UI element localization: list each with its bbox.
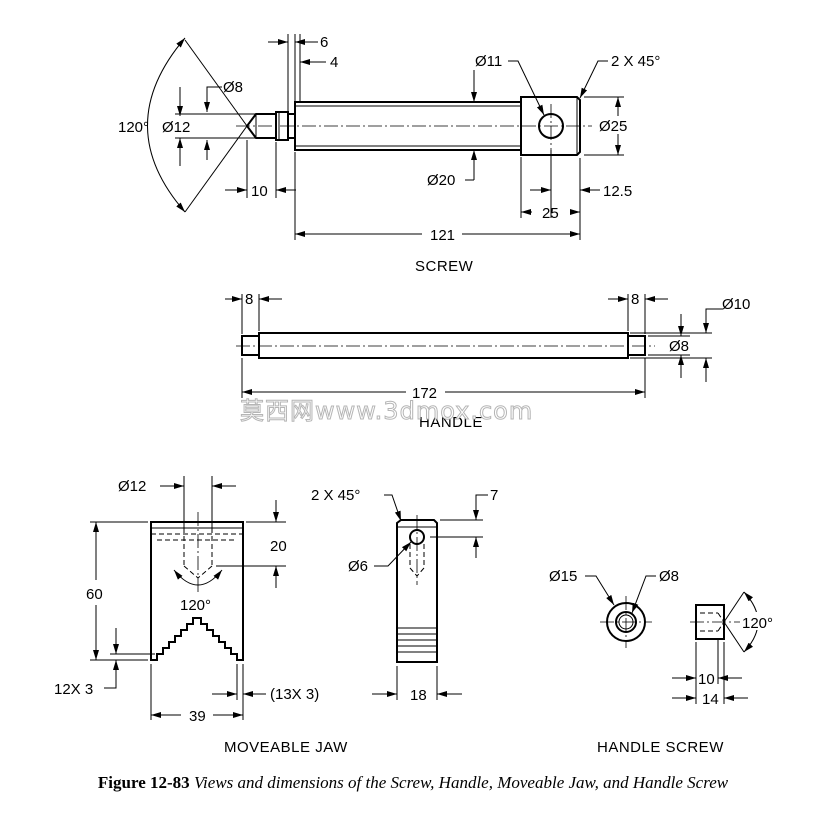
watermark: 莫西网www.3dmox.com	[240, 397, 533, 425]
screw-head-length: 25	[542, 205, 559, 222]
technical-drawing: 120° Ø8 Ø12 10 6 4 Ø20	[54, 34, 780, 756]
jaw-side-thickness: 18	[410, 687, 427, 704]
handle-screw-view: Ø15 Ø8 120° 10 14 HANDLE SCREW	[549, 568, 780, 756]
handle-bar-diameter: Ø10	[722, 296, 750, 313]
handle-screw-title: HANDLE SCREW	[597, 739, 724, 756]
handle-bar	[258, 332, 629, 359]
jaw-body	[150, 521, 244, 661]
screw-title: SCREW	[415, 258, 474, 275]
handle-screw-length: 14	[702, 691, 719, 708]
jaw-width: 39	[189, 708, 206, 725]
handle-title: HANDLE	[419, 414, 483, 431]
screw-view: 120° Ø8 Ø12 10 6 4 Ø20	[118, 34, 660, 275]
moveable-jaw-side-view: 2 X 45° 7 Ø6 18	[311, 487, 498, 704]
screw-neck-diameter: Ø12	[162, 119, 190, 136]
handle-screw-angle: 120°	[742, 615, 773, 632]
screw-shaft-diameter: Ø20	[427, 172, 455, 189]
handle-screw-thread-length: 10	[698, 671, 715, 688]
handle-end-diameter: Ø8	[669, 338, 689, 355]
handle-view: 8 8 Ø10 Ø8 172 HANDLE	[225, 291, 750, 431]
screw-head-diameter: Ø25	[599, 118, 627, 135]
jaw-side-hole-diameter: Ø6	[348, 558, 368, 575]
jaw-bore-depth: 20	[270, 538, 287, 555]
moveable-jaw-title: MOVEABLE JAW	[224, 739, 348, 756]
jaw-teeth-left: 12X 3	[54, 681, 93, 698]
screw-hole-offset: 12.5	[603, 183, 632, 200]
screw-hole-diameter: Ø11	[475, 53, 502, 70]
screw-angle-label: 120°	[118, 119, 149, 136]
handle-screw-inner-diameter: Ø8	[659, 568, 679, 585]
jaw-drill-angle: 120°	[180, 597, 211, 614]
screw-overall-length: 121	[430, 227, 455, 244]
moveable-jaw-front-view: Ø12 20 60 120° 12X 3 (13X 3) 39 MOVEABLE…	[54, 476, 348, 756]
jaw-height: 60	[86, 586, 103, 603]
screw-head-chamfer: 2 X 45°	[611, 53, 660, 70]
jaw-teeth-right: (13X 3)	[270, 686, 319, 703]
handle-left-end: 8	[245, 291, 253, 308]
jaw-bore-diameter: Ø12	[118, 478, 146, 495]
handle-right-end: 8	[631, 291, 639, 308]
screw-groove-6: 6	[320, 34, 328, 51]
figure-label: Figure 12-83	[97, 773, 190, 792]
screw-tip-diameter: Ø8	[223, 79, 243, 96]
handle-screw-outer-diameter: Ø15	[549, 568, 577, 585]
figure-caption: Figure 12-83 Views and dimensions of the…	[0, 771, 826, 795]
screw-neck-length: 10	[251, 183, 268, 200]
figure-caption-text: Views and dimensions of the Screw, Handl…	[193, 773, 729, 792]
handle-overall-length: 172	[412, 385, 437, 402]
jaw-side-chamfer: 2 X 45°	[311, 487, 360, 504]
jaw-side-body	[396, 519, 438, 663]
jaw-side-hole-offset: 7	[490, 487, 498, 504]
screw-groove-4: 4	[330, 54, 338, 71]
